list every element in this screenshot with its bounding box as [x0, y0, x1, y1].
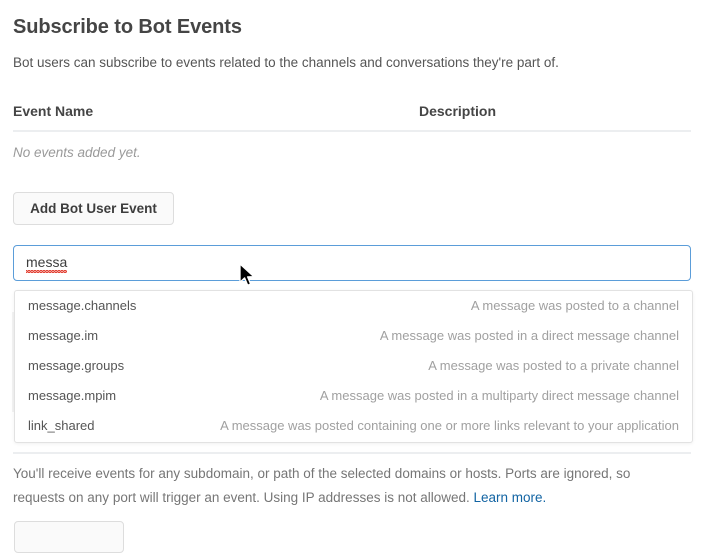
event-description: A message was posted containing one or m…	[220, 418, 679, 433]
list-item[interactable]: link_shared A message was posted contain…	[15, 411, 692, 441]
column-header-description: Description	[419, 103, 497, 119]
bot-events-page: Subscribe to Bot Events Bot users can su…	[0, 16, 711, 553]
event-name: message.mpim	[28, 388, 117, 403]
event-suggestions-dropdown[interactable]: message.channels A message was posted to…	[14, 290, 693, 443]
events-table-empty-message: No events added yet.	[13, 145, 141, 160]
table-header-divider	[13, 130, 691, 132]
column-header-event-name: Event Name	[13, 103, 94, 119]
event-search-input[interactable]	[13, 245, 691, 281]
events-table-header: Event Name Description	[0, 103, 711, 131]
page-subtitle: Bot users can subscribe to events relate…	[13, 55, 559, 70]
event-description: A message was posted in a multiparty dir…	[319, 388, 679, 403]
event-name: message.groups	[28, 358, 125, 373]
footer-note: You'll receive events for any subdomain,…	[13, 462, 685, 510]
bottom-cutoff-button[interactable]	[14, 521, 124, 553]
event-description: A message was posted to a channel	[470, 298, 679, 313]
list-item[interactable]: message.im A message was posted in a dir…	[15, 321, 692, 351]
event-name: link_shared	[28, 418, 95, 433]
footer-divider	[13, 452, 691, 454]
footer-note-text: You'll receive events for any subdomain,…	[13, 466, 631, 505]
add-bot-user-event-button[interactable]: Add Bot User Event	[13, 192, 174, 225]
list-item[interactable]: message.groups A message was posted to a…	[15, 351, 692, 381]
event-name: message.im	[28, 328, 99, 343]
event-name: message.channels	[28, 298, 137, 313]
page-title: Subscribe to Bot Events	[13, 16, 242, 38]
learn-more-link[interactable]: Learn more.	[473, 490, 547, 505]
list-item[interactable]: message.mpim A message was posted in a m…	[15, 381, 692, 411]
event-description: A message was posted in a direct message…	[379, 328, 679, 343]
occluded-control	[12, 312, 15, 412]
event-description: A message was posted to a private channe…	[428, 358, 679, 373]
list-item[interactable]: message.channels A message was posted to…	[15, 291, 692, 321]
